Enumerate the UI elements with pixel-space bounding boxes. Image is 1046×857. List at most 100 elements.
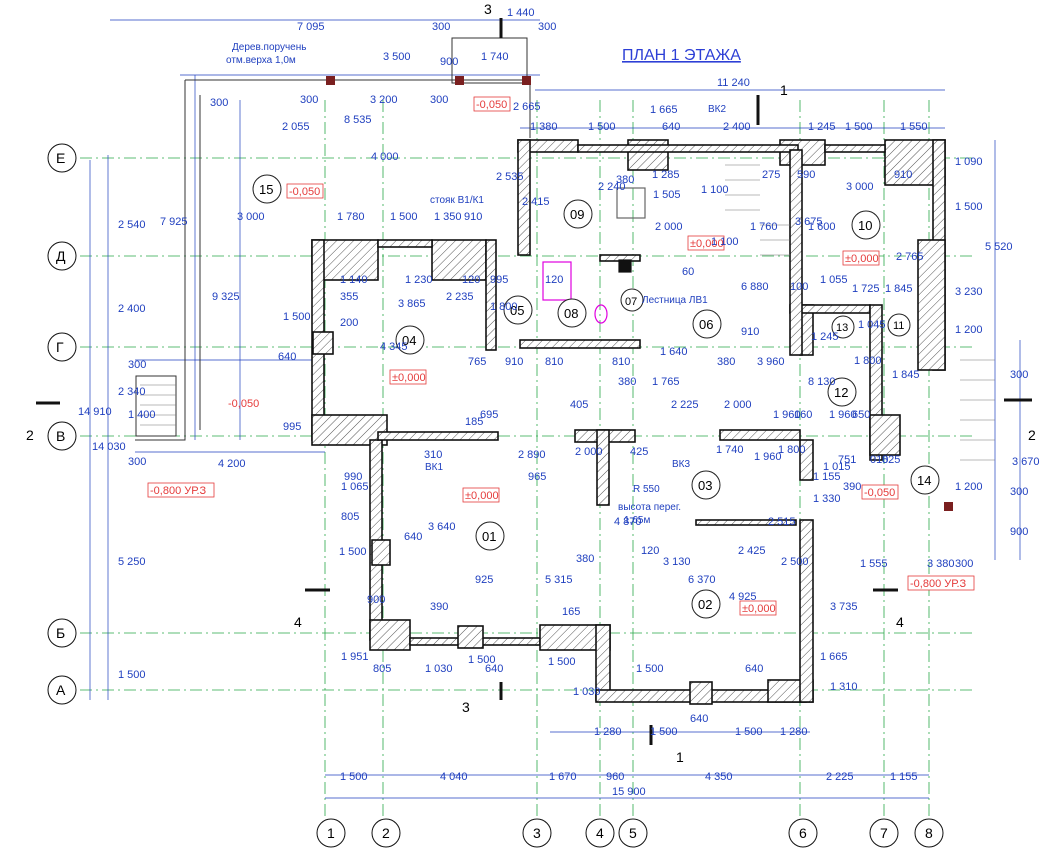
dim-label: 1 100 — [711, 236, 739, 248]
dim-label: 1 800 — [854, 355, 882, 367]
dim-label: 2 055 — [282, 121, 310, 133]
grid-row-marker: Е — [47, 143, 77, 173]
svg-text:05: 05 — [510, 303, 524, 318]
svg-text:14: 14 — [917, 473, 931, 488]
dim-label: 3 675 — [795, 216, 823, 228]
level-mark: -0,800 УР.З — [910, 578, 967, 590]
svg-text:10: 10 — [858, 218, 872, 233]
grid-row-marker: Д — [47, 241, 77, 271]
dim-label: 990 — [344, 471, 362, 483]
dim-label: 300 — [300, 94, 318, 106]
walls — [311, 139, 946, 705]
dim-label: 1 055 — [820, 274, 848, 286]
svg-text:Д: Д — [56, 248, 66, 264]
section-label: 1 — [676, 749, 684, 765]
dim-label: 9 325 — [212, 291, 240, 303]
dim-label: 1 245 — [811, 331, 839, 343]
dim-label: 1 400 — [128, 409, 156, 421]
dim-label: 1 090 — [955, 156, 983, 168]
level-mark: ±0,000 — [845, 253, 879, 265]
dim-label: 1 285 — [652, 169, 680, 181]
dim-label: 300 — [1010, 369, 1028, 381]
dim-label: 900 — [367, 594, 385, 606]
dim-label: 120 — [545, 274, 563, 286]
dim-label: 1 310 — [830, 681, 858, 693]
dim-label: 100 — [790, 281, 808, 293]
dim-label: 1 550 — [900, 121, 928, 133]
dim-label: 5 520 — [985, 241, 1013, 253]
dim-label: 380 — [618, 376, 636, 388]
dim-label: 4 350 — [705, 771, 733, 783]
grid-col-marker: 7 — [869, 818, 899, 848]
dim-label: 1 500 — [588, 121, 616, 133]
dim-label: 7 925 — [160, 216, 188, 228]
room-marker: 10 — [851, 210, 881, 240]
dim-label: 1 500 — [339, 546, 367, 558]
svg-text:07: 07 — [625, 296, 637, 308]
dim-label: 300 — [955, 558, 973, 570]
room-marker: 14 — [910, 465, 940, 495]
dim-label: 1 380 — [530, 121, 558, 133]
dim-label: 2 000 — [724, 399, 752, 411]
room-marker: 02 — [691, 589, 721, 619]
dim-label: 1 800 — [778, 444, 806, 456]
section-labels: 3 3 1 1 2 2 4 4 — [26, 1, 1036, 765]
dim-label: 1 670 — [549, 771, 577, 783]
section-label: 3 — [484, 1, 492, 17]
dim-label: 825 — [882, 454, 900, 466]
riser-note: стояк В1/К1 — [430, 195, 484, 206]
dim-label: 910 — [741, 326, 759, 338]
dim-label: 2 340 — [118, 386, 146, 398]
dim-label: 1 230 — [405, 274, 433, 286]
dim-label: 425 — [630, 446, 648, 458]
dimension-lines — [89, 19, 1021, 799]
dim-label: 1 155 — [813, 471, 841, 483]
dim-label: 380 — [717, 356, 735, 368]
dim-label: 640 — [745, 663, 763, 675]
svg-text:15: 15 — [259, 182, 273, 197]
svg-text:5: 5 — [629, 825, 637, 841]
svg-text:Б: Б — [56, 625, 65, 641]
dim-label: 1 500 — [390, 211, 418, 223]
svg-text:2: 2 — [382, 825, 390, 841]
dim-label: 2 235 — [446, 291, 474, 303]
dim-label: 120 — [462, 274, 480, 286]
dim-label: 2 000 — [575, 446, 603, 458]
svg-text:3: 3 — [533, 825, 541, 841]
dim-label: 2 415 — [522, 196, 550, 208]
grid-row-marker: В — [47, 421, 77, 451]
dim-label: 2 665 — [513, 101, 541, 113]
dim-label: 640 — [278, 351, 296, 363]
dim-label: 405 — [570, 399, 588, 411]
svg-text:08: 08 — [564, 306, 578, 321]
dim-label: 8 535 — [344, 114, 372, 126]
dim-label: 1 800 — [490, 301, 518, 313]
room-marker: 12 — [827, 377, 857, 407]
level-mark: -0,050 — [289, 186, 320, 198]
grid-row-marker: А — [47, 675, 77, 705]
dim-label: 1 725 — [852, 283, 880, 295]
dim-label: 1 140 — [340, 274, 368, 286]
vk3-label: ВК3 — [672, 459, 690, 470]
dim-label: 695 — [480, 409, 498, 421]
dim-label: 1 740 — [481, 51, 509, 63]
svg-text:11: 11 — [893, 320, 904, 332]
dim-label: 3 000 — [846, 181, 874, 193]
grid-row-marker: Г — [47, 332, 77, 362]
grid-col-marker: 8 — [914, 818, 944, 848]
room-marker: 13 — [831, 315, 855, 339]
dim-label: 2 540 — [118, 219, 146, 231]
dim-label: 900 — [440, 56, 458, 68]
dim-label: 1 665 — [650, 104, 678, 116]
svg-text:13: 13 — [836, 322, 848, 334]
dim-label: 14 910 — [78, 406, 112, 418]
dim-label: 2 225 — [826, 771, 854, 783]
plan-title: ПЛАН 1 ЭТАЖА — [622, 47, 741, 64]
svg-text:01: 01 — [482, 529, 496, 544]
dim-label: 3 960 — [757, 356, 785, 368]
overall-top-dim: 11 240 — [717, 77, 750, 89]
dim-label: 300 — [128, 456, 146, 468]
dim-label: 1 500 — [118, 669, 146, 681]
